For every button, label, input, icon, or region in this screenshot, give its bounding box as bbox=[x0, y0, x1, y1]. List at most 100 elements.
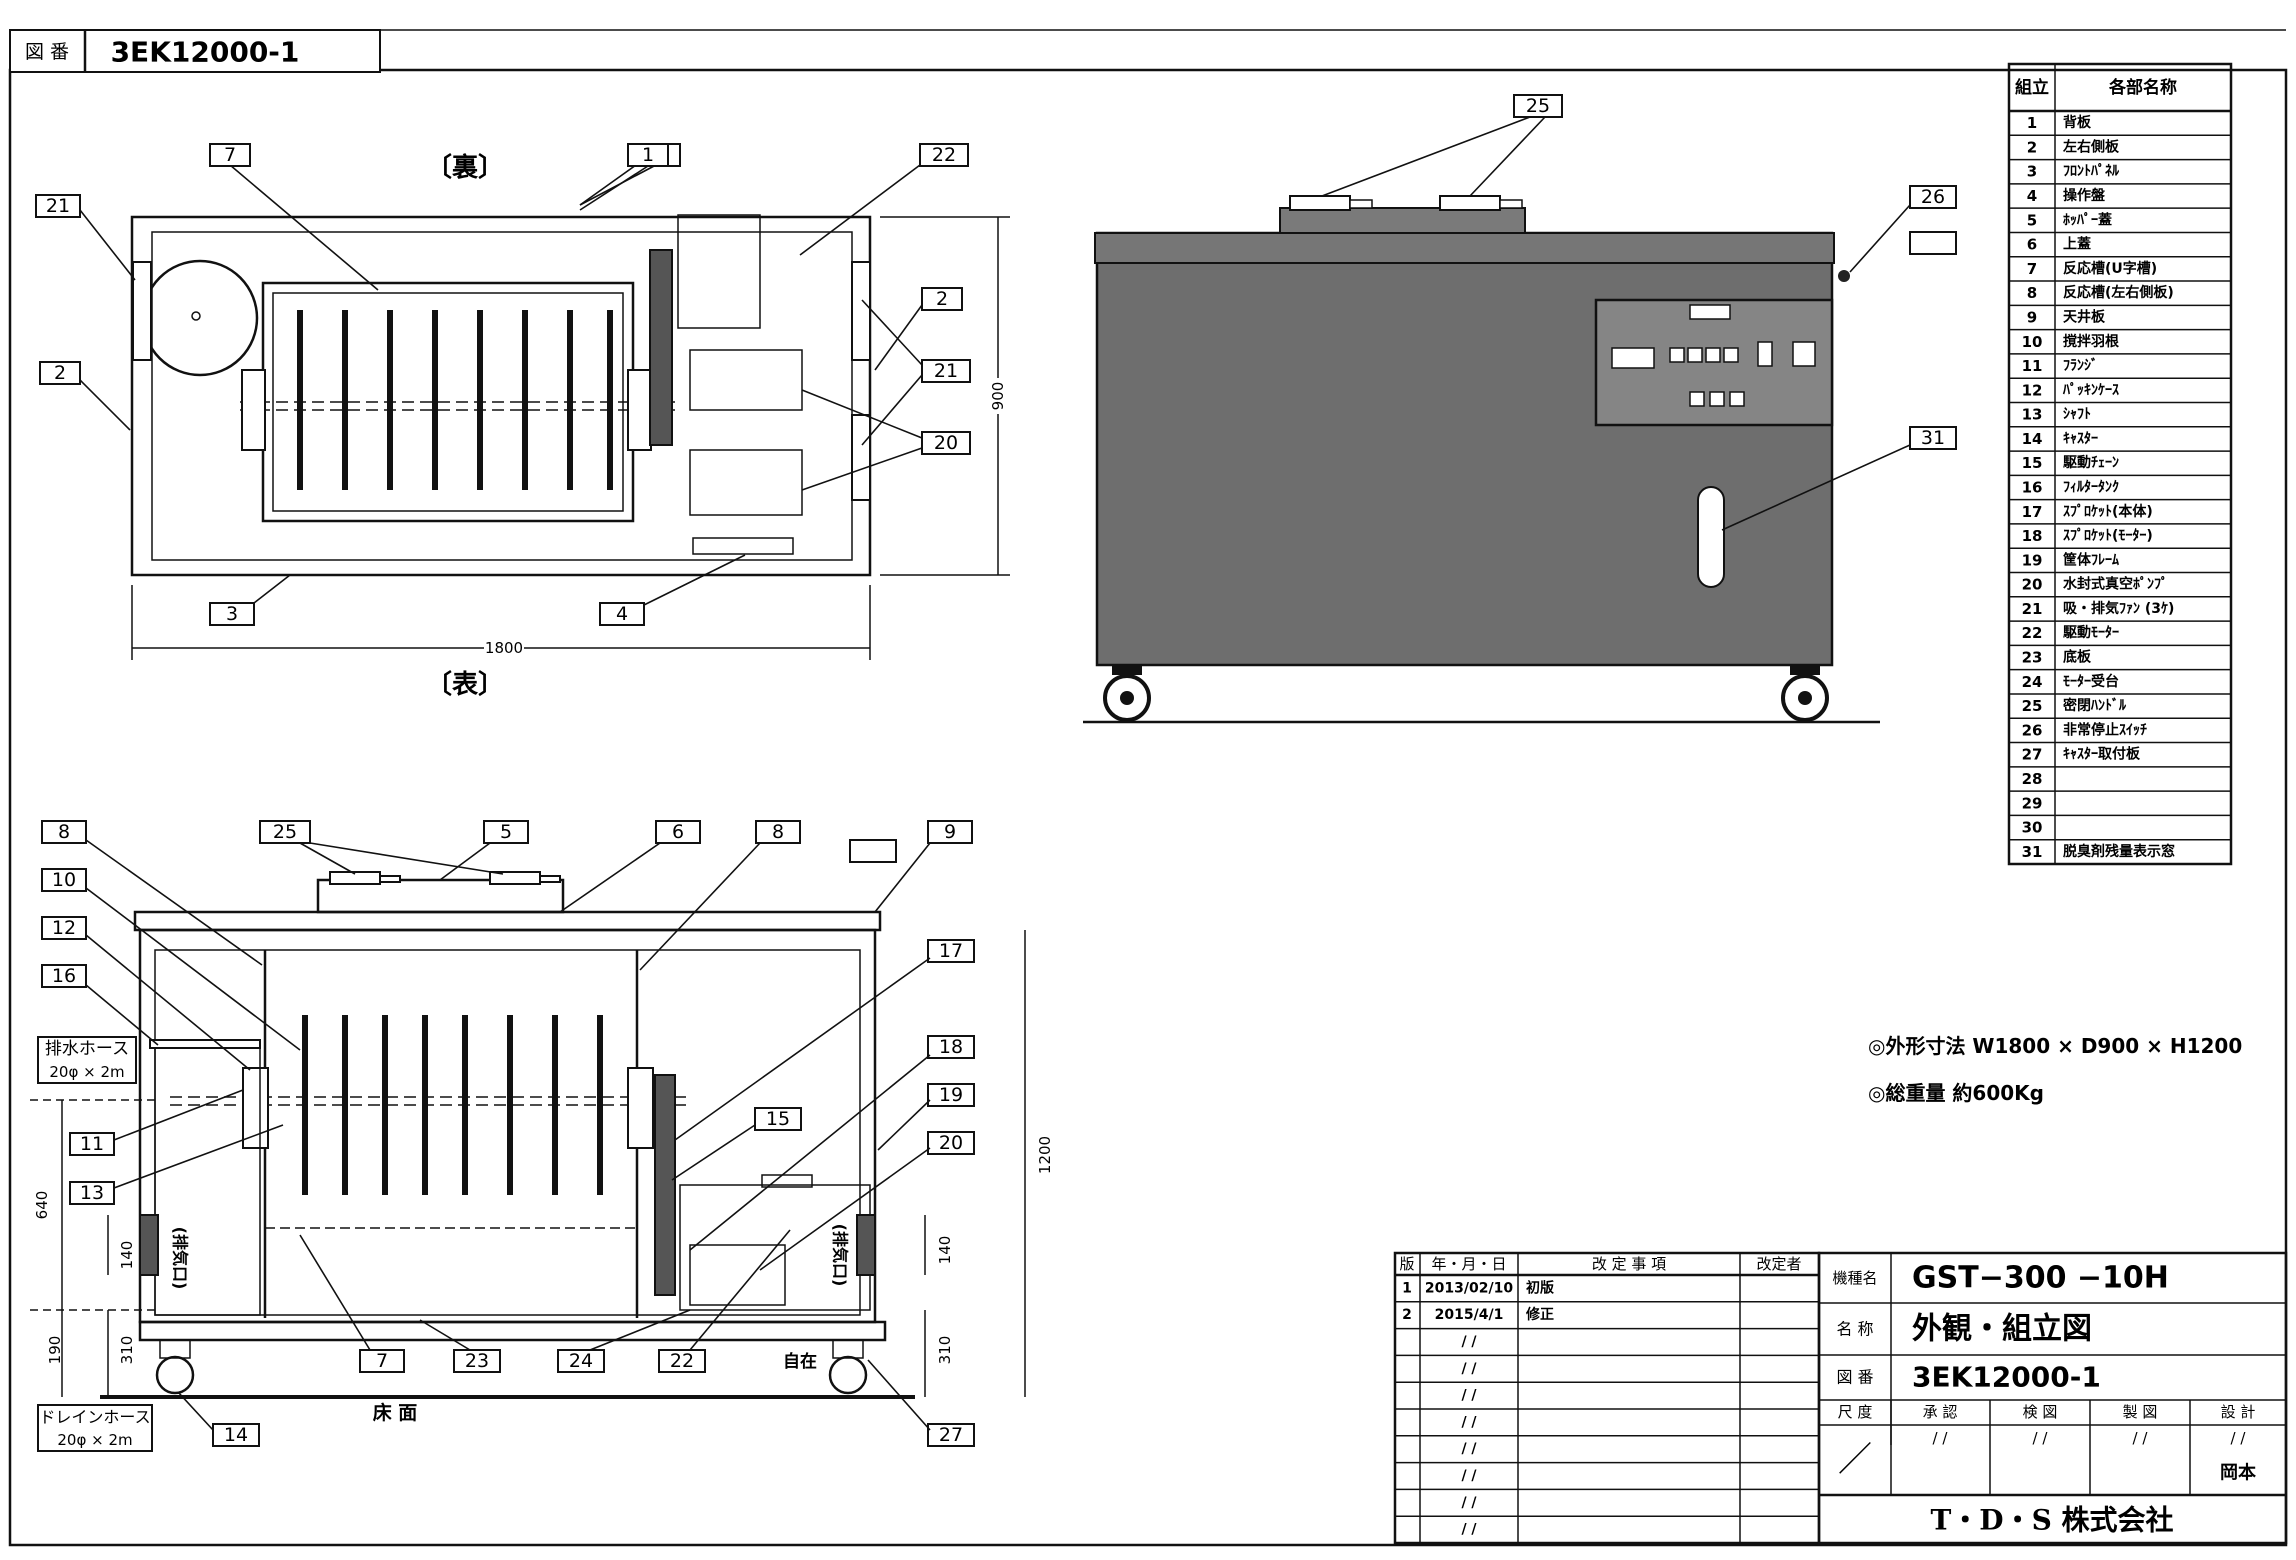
parts-row-number: 29 bbox=[2022, 794, 2043, 812]
parts-row-name: ｼｬﾌﾄ bbox=[2063, 407, 2091, 423]
design-date: / / bbox=[2231, 1429, 2247, 1447]
callout: 18 bbox=[939, 1036, 963, 1058]
parts-row-number: 24 bbox=[2022, 673, 2043, 691]
callout: 11 bbox=[80, 1133, 104, 1155]
callout: 8 bbox=[772, 821, 784, 843]
parts-row-number: 9 bbox=[2027, 308, 2037, 326]
drain-hose-bottom-label: ドレインホース bbox=[39, 1408, 150, 1427]
callout: 21 bbox=[934, 360, 958, 382]
dim-310-left: 310 bbox=[118, 1336, 136, 1365]
rev-header-note: 改 定 事 項 bbox=[1592, 1255, 1666, 1273]
revision-note: 修正 bbox=[1525, 1306, 1554, 1323]
model-label: 機種名 bbox=[1832, 1269, 1877, 1287]
revision-date: 2013/02/10 bbox=[1425, 1280, 1513, 1296]
revision-date: / / bbox=[1461, 1522, 1477, 1538]
parts-row-name: ｷｬｽﾀｰ取付板 bbox=[2063, 746, 2141, 763]
drawing-number-label: 図 番 bbox=[25, 41, 69, 63]
design-label: 設 計 bbox=[2221, 1403, 2256, 1421]
parts-row-number: 20 bbox=[2022, 576, 2043, 594]
parts-row-number: 1 bbox=[2027, 114, 2037, 132]
scale-label: 尺 度 bbox=[1838, 1403, 1873, 1421]
callout: 4 bbox=[616, 603, 628, 625]
plan-callouts: 7 2 22 1 21 2 2 21 20 3 4 bbox=[35, 143, 971, 626]
parts-row-number: 21 bbox=[2022, 600, 2043, 618]
parts-row-number: 23 bbox=[2022, 649, 2043, 667]
revision-date: 2015/4/1 bbox=[1435, 1307, 1504, 1323]
parts-row-name: ﾓｰﾀｰ受台 bbox=[2063, 673, 2119, 690]
parts-row-number: 22 bbox=[2022, 624, 2043, 642]
callout: 14 bbox=[224, 1424, 248, 1446]
drawing-number-box: 図 番 3EK12000-1 bbox=[9, 29, 381, 73]
parts-row-name: ﾊﾟｯｷﾝｹｰｽ bbox=[2062, 381, 2119, 398]
parts-row-name: 駆動ﾁｪｰﾝ bbox=[2063, 454, 2119, 471]
front-label: 〔表〕 bbox=[426, 670, 504, 700]
dim-640: 640 bbox=[33, 1191, 51, 1220]
dim-140-left: 140 bbox=[118, 1241, 136, 1270]
parts-row-name: 脱臭剤残量表示窓 bbox=[2063, 843, 2175, 860]
parts-row-number: 30 bbox=[2022, 819, 2043, 837]
rev-header-rev: 版 bbox=[1399, 1255, 1414, 1273]
sheet-border bbox=[8, 29, 2288, 1547]
callout: 9 bbox=[944, 821, 956, 843]
revision-date: / / bbox=[1461, 1441, 1477, 1457]
parts-row-number: 27 bbox=[2022, 746, 2043, 764]
drawing-number-value: 3EK12000-1 bbox=[111, 36, 300, 69]
dwg-label: 図 番 bbox=[1836, 1368, 1873, 1387]
parts-row-name: 左右側板 bbox=[2062, 138, 2120, 155]
parts-row-number: 10 bbox=[2022, 333, 2043, 351]
parts-row-number: 5 bbox=[2027, 211, 2037, 229]
draw-date: / / bbox=[2133, 1429, 2149, 1447]
callout: 2 bbox=[936, 288, 948, 310]
parts-row-name: 上蓋 bbox=[2063, 236, 2091, 253]
rev-header-date: 年・月・日 bbox=[1431, 1255, 1506, 1273]
parts-row-name: 水封式真空ﾎﾟﾝﾌﾟ bbox=[2063, 576, 2168, 593]
approve-label: 承 認 bbox=[1923, 1403, 1958, 1421]
dim-190: 190 bbox=[46, 1336, 64, 1365]
specs: ◎外形寸法 W1800 × D900 × H1200 ◎総重量 約600Kg bbox=[1868, 1034, 2242, 1105]
parts-row-number: 4 bbox=[2027, 187, 2037, 205]
callout: 22 bbox=[670, 1350, 694, 1372]
callout: 25 bbox=[273, 821, 297, 843]
callout: 21 bbox=[46, 195, 70, 217]
parts-row-name: 密閉ﾊﾝﾄﾞﾙ bbox=[2062, 697, 2127, 714]
parts-row-number: 17 bbox=[2022, 503, 2043, 521]
callout: 17 bbox=[939, 940, 963, 962]
parts-header-no: 組立 bbox=[2015, 77, 2049, 98]
callout: 8 bbox=[58, 821, 70, 843]
parts-row-number: 2 bbox=[2027, 138, 2037, 156]
parts-row-name: ﾌﾗﾝｼﾞ bbox=[2063, 357, 2098, 374]
plan-view: 〔裏〕 〔表〕 1800 900 bbox=[130, 152, 1010, 700]
exhaust-left-label: (排気口) bbox=[171, 1227, 190, 1290]
title-block: 機種名 GST−300 −10H 名 称 外観・組立図 図 番 3EK12000… bbox=[1817, 1251, 2288, 1545]
revision-date: / / bbox=[1461, 1468, 1477, 1484]
parts-row-number: 13 bbox=[2022, 406, 2043, 424]
revision-date: / / bbox=[1461, 1495, 1477, 1511]
parts-row-name: ｽﾌﾟﾛｹｯﾄ(ﾓｰﾀｰ) bbox=[2063, 527, 2153, 544]
drain-hose-label: 排水ホース bbox=[45, 1039, 129, 1059]
dwg-value: 3EK12000-1 bbox=[1912, 1361, 2101, 1394]
check-date: / / bbox=[2033, 1429, 2049, 1447]
front-callouts: 25 26 31 bbox=[1321, 94, 1957, 531]
plan-depth-dim: 900 bbox=[989, 382, 1007, 411]
front-view bbox=[1083, 195, 1880, 724]
parts-row-number: 11 bbox=[2022, 357, 2043, 375]
revision-date: / / bbox=[1461, 1334, 1477, 1350]
name-label: 名 称 bbox=[1836, 1320, 1873, 1339]
revision-date: / / bbox=[1461, 1361, 1477, 1377]
callout: 7 bbox=[376, 1350, 388, 1372]
side-view: (排気口) (排気口) 床 面 自在 排水ホース 20φ × 2m ドレインホー… bbox=[30, 871, 1054, 1452]
model-value: GST−300 −10H bbox=[1912, 1261, 2169, 1296]
rev-header-author: 改定者 bbox=[1756, 1255, 1801, 1273]
parts-row-name: ﾌﾛﾝﾄﾊﾟﾈﾙ bbox=[2063, 163, 2120, 180]
callout: 2 bbox=[54, 362, 66, 384]
parts-row-name: ﾎｯﾊﾟｰ蓋 bbox=[2063, 211, 2112, 228]
parts-row-number: 8 bbox=[2027, 284, 2037, 302]
callout: 13 bbox=[80, 1182, 104, 1204]
parts-row-number: 25 bbox=[2022, 697, 2043, 715]
parts-row-name: 底板 bbox=[2063, 649, 2092, 666]
callout: 12 bbox=[52, 917, 76, 939]
side-callouts: 8 10 12 16 11 13 25 5 6 8 9 17 bbox=[41, 820, 975, 1447]
callout: 16 bbox=[52, 965, 76, 987]
